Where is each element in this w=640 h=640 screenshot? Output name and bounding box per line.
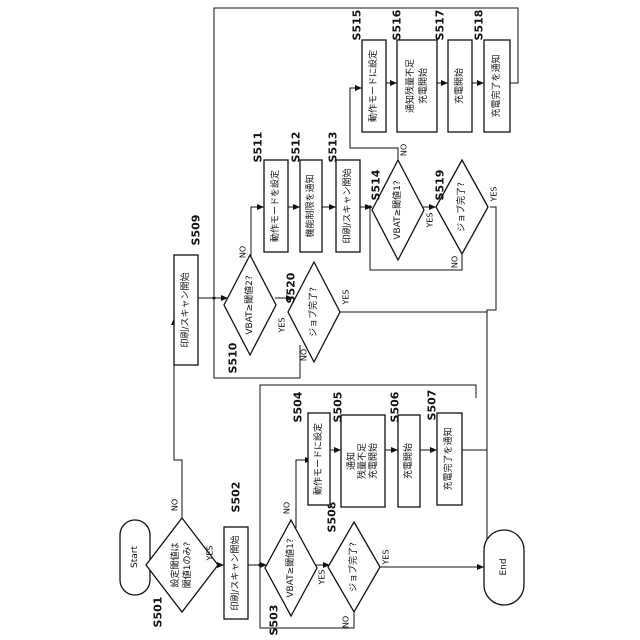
s518-id: S518 [473, 10, 486, 41]
s503-no-label: NO [283, 502, 292, 514]
s513-text: 印刷/スキャン開始 [341, 168, 353, 243]
s506-text: 充電開始 [402, 443, 414, 479]
s501-yes-label: YES [206, 545, 215, 561]
s520-text: ジョブ完了? [307, 287, 319, 337]
s503-id: S503 [268, 605, 281, 636]
s519-no-label: NO [451, 256, 460, 268]
s505-text-3: 充電開始 [367, 443, 379, 479]
flow-s507-to-end [462, 450, 487, 555]
s520-yes-label: YES [342, 289, 351, 305]
s505-id: S505 [332, 392, 345, 423]
s507-text: 充電完了を通知 [442, 427, 454, 490]
s508-yes-label: YES [382, 549, 391, 565]
end-label: End [499, 558, 509, 575]
s502-text: 印刷/スキャン開始 [229, 535, 241, 610]
s519-text: ジョブ完了? [455, 182, 467, 232]
s508-text: ジョブ完了? [347, 542, 359, 592]
s510-id: S510 [227, 342, 240, 373]
s509-text: 印刷/スキャン開始 [179, 272, 191, 347]
s512-id: S512 [290, 132, 303, 163]
s518-text: 充電完了を通知 [490, 54, 502, 117]
s504-text: 動作モードに設定 [312, 423, 324, 495]
s505-text-1: 通知 [345, 452, 357, 470]
s511-text: 動作モードを設定 [269, 170, 281, 242]
s507-id: S507 [426, 390, 439, 421]
s513-id: S513 [327, 132, 340, 163]
s508-id: S508 [326, 502, 339, 533]
s514-id: S514 [370, 169, 383, 200]
start-label: Start [130, 546, 140, 568]
s519-yes-label: YES [490, 186, 499, 202]
s503-text: VBAT≥閾値1? [284, 538, 296, 598]
s515-text: 動作モードに設定 [367, 50, 379, 122]
s512-text: 機能制限を通知 [304, 174, 316, 237]
s514-no-label: NO [400, 144, 409, 156]
s510-no-label: NO [239, 246, 248, 258]
s508-no-label: NO [342, 616, 351, 628]
s516-text-1: 通知残量不足 [404, 59, 416, 113]
s501-id: S501 [152, 597, 165, 628]
s520-no-label: NO [300, 349, 309, 361]
s501-text-2: 閾値1のみ? [181, 542, 193, 589]
s503-yes-label: YES [318, 569, 327, 585]
s510-text: VBAT≥閾値2? [243, 275, 255, 335]
s514-yes-label: YES [426, 212, 435, 228]
s516-text-2: 充電開始 [417, 68, 429, 104]
s511-id: S511 [252, 132, 265, 163]
merge-point-s503 [258, 563, 261, 566]
flow-s510-no [251, 207, 264, 262]
s519-id: S519 [434, 170, 447, 201]
s520-id: S520 [285, 272, 298, 303]
s505-text-2: 残量不足 [356, 443, 368, 479]
flow-s519-yes [487, 207, 496, 555]
s514-text: VBAT≥閾値1? [391, 180, 403, 240]
s517-text: 充電開始 [453, 68, 465, 104]
s501-text-1: 設定閾値は [169, 542, 181, 587]
s517-id: S517 [434, 10, 447, 41]
s504-id: S504 [292, 391, 305, 422]
s501-no-label: NO [171, 499, 180, 511]
s509-id: S509 [190, 215, 203, 246]
s515-id: S515 [351, 10, 364, 41]
s510-yes-label: YES [278, 317, 287, 333]
s516-id: S516 [391, 9, 404, 40]
process-s516 [397, 40, 437, 132]
s506-id: S506 [389, 391, 402, 422]
s502-id: S502 [230, 482, 243, 513]
